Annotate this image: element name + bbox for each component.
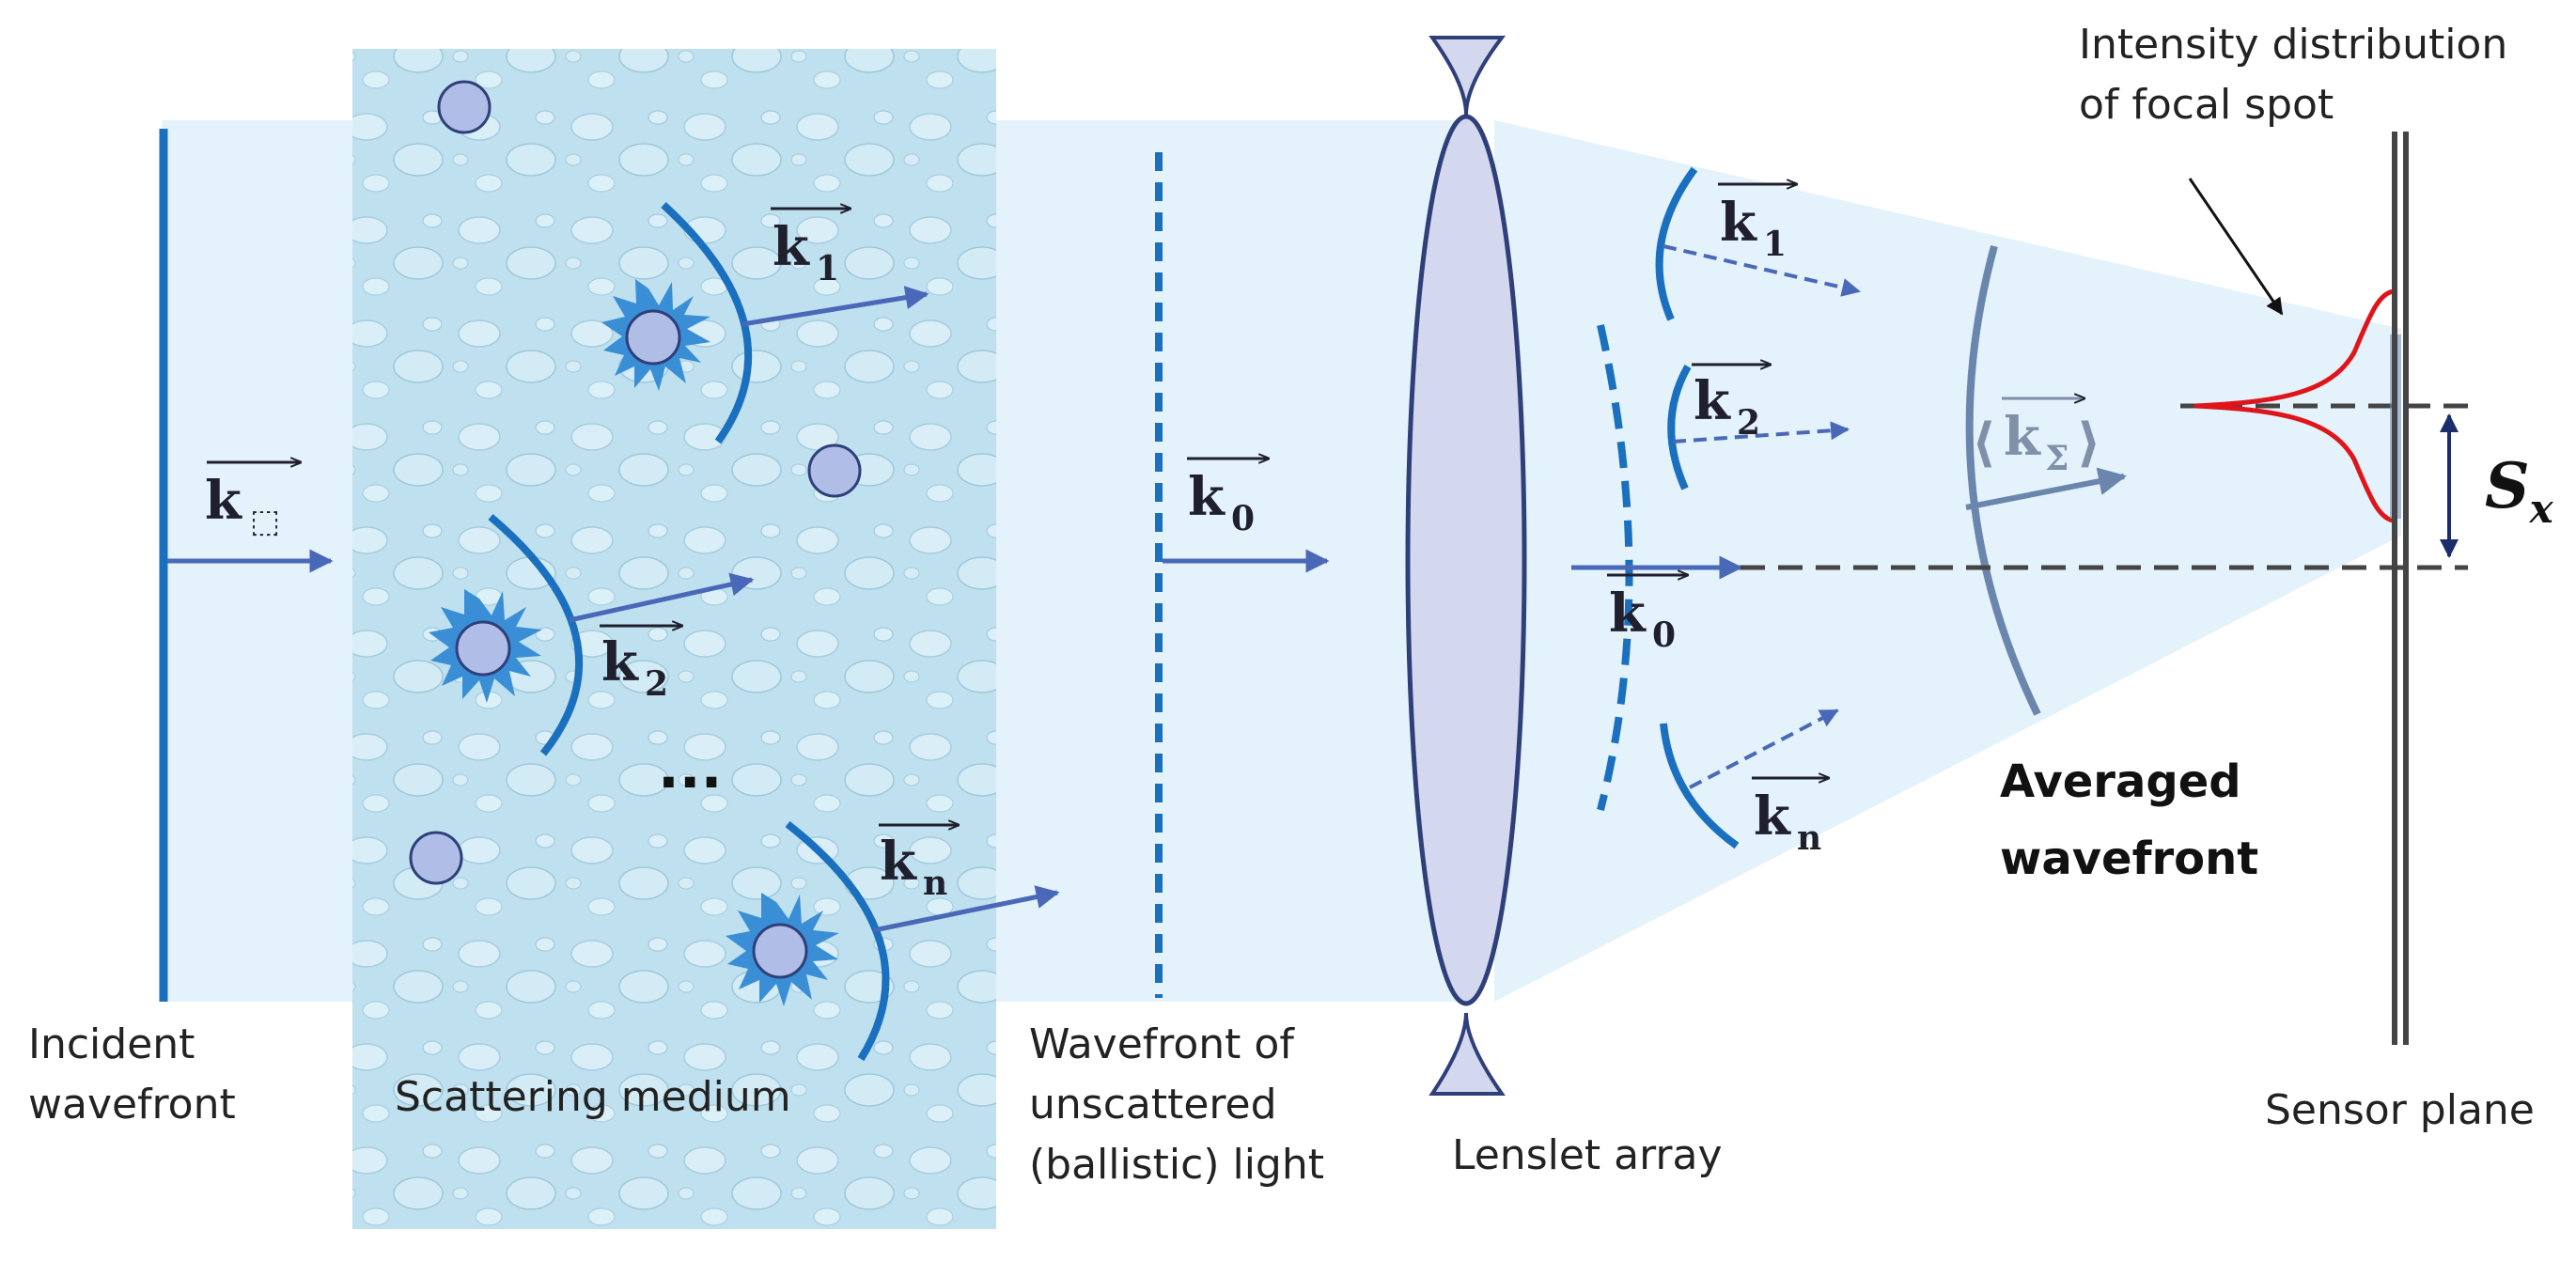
svg-text:0: 0 <box>1652 615 1676 655</box>
svg-text:n: n <box>923 864 947 903</box>
shift-label: Sx <box>2485 449 2554 532</box>
svg-text:n: n <box>1797 818 1821 858</box>
k2-label: k 2 <box>600 626 682 704</box>
particle <box>437 80 492 134</box>
k1-out-arrow <box>1663 244 1861 297</box>
particle <box>807 444 862 498</box>
lens-top-cap <box>1429 36 1507 116</box>
svg-text:1: 1 <box>816 249 839 288</box>
svg-text:Σ: Σ <box>2045 439 2069 478</box>
unscattered-wavefront-label: Wavefront of unscattered (ballistic) lig… <box>1029 1020 1324 1189</box>
k0-out-label: k 0 <box>1607 575 1688 655</box>
lenslet-array-label: Lenslet array <box>1452 1131 1723 1179</box>
svg-text:2: 2 <box>645 664 668 704</box>
lens-main <box>1405 114 1527 1006</box>
kn-out-arrow <box>1689 708 1839 789</box>
intensity-pointer <box>2188 178 2284 316</box>
ellipsis-label: ... <box>658 736 722 802</box>
svg-text:k: k <box>773 216 810 278</box>
svg-text:k: k <box>1694 370 1731 432</box>
svg-text:0: 0 <box>1231 499 1255 538</box>
k-sigma-label: ⟨ k Σ ⟩ <box>1972 398 2101 478</box>
scatterer-n <box>726 820 1060 1062</box>
sensor-plane-label: Sensor plane <box>2265 1086 2535 1134</box>
lens-bottom-cap <box>1429 1012 1506 1096</box>
svg-text:k: k <box>205 470 242 532</box>
svg-text:1: 1 <box>1763 225 1787 264</box>
svg-text:⬚: ⬚ <box>250 503 280 540</box>
svg-text:k: k <box>1188 466 1226 528</box>
scatterer-2 <box>429 513 755 756</box>
k2-out-label: k 2 <box>1692 365 1771 443</box>
incident-wavefront-label: Incident wavefront <box>28 1020 236 1129</box>
k-in-label: k ⬚ <box>205 462 301 540</box>
scattered-wavefront-n <box>785 820 890 1062</box>
intensity-distribution-label: Intensity distribution of focal spot <box>2079 21 2521 129</box>
scattered-wavefront-2 <box>488 513 584 756</box>
svg-text:k: k <box>1720 192 1757 254</box>
svg-text:k: k <box>1609 583 1647 645</box>
kn-out-label: k n <box>1752 778 1829 858</box>
svg-text:⟨: ⟨ <box>1972 412 1996 474</box>
k2-arrow <box>569 572 755 623</box>
scattering-medium-label: Scattering medium <box>395 1073 791 1121</box>
wavefront-n-out <box>1660 723 1740 849</box>
svg-text:k: k <box>1754 786 1791 848</box>
kn-label: k n <box>879 825 959 903</box>
wavefront-2-out <box>1667 365 1692 490</box>
lenslet-array <box>1405 36 1527 1096</box>
svg-text:k: k <box>2004 406 2041 468</box>
focusing-cone-region <box>1494 120 2401 1002</box>
k-sigma-arrow <box>1965 467 2127 510</box>
k1-out-label: k 1 <box>1718 184 1797 264</box>
focal-spot-gaussian <box>2194 288 2395 523</box>
svg-text:k: k <box>880 831 917 893</box>
averaged-wavefront-curve <box>1965 244 2041 716</box>
k1-label: k 1 <box>771 209 851 288</box>
k1-arrow <box>742 286 929 327</box>
wavefront-1-out <box>1655 166 1698 321</box>
svg-text:2: 2 <box>1737 403 1760 443</box>
scatterer-1 <box>601 202 929 444</box>
k2-out-arrow <box>1672 421 1850 444</box>
svg-text:k: k <box>601 631 639 693</box>
averaged-wavefront-label: Averaged wavefront <box>2000 755 2258 885</box>
particle <box>409 831 463 885</box>
kn-arrow <box>873 885 1060 933</box>
svg-text:⟩: ⟩ <box>2077 412 2101 474</box>
k0-label: k 0 <box>1187 459 1269 538</box>
